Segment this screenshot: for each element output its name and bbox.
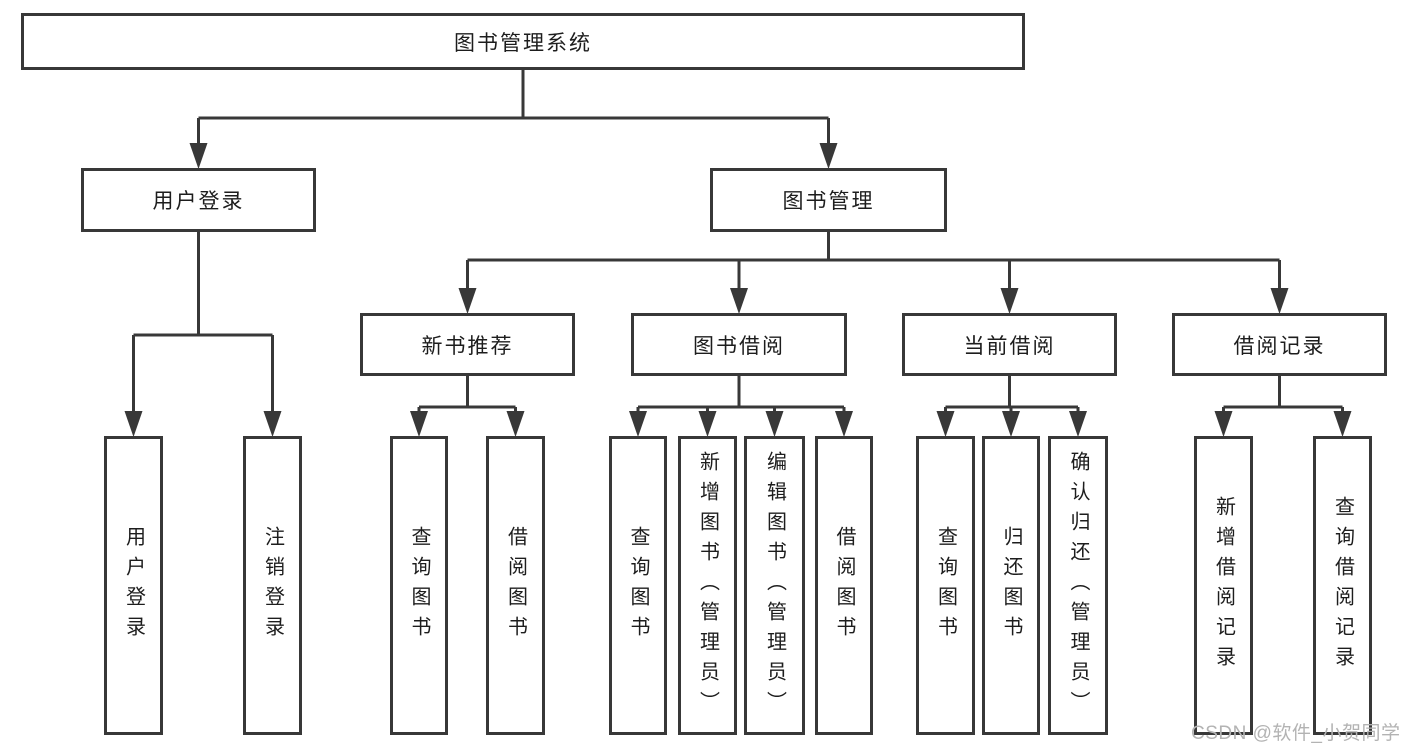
arrowhead xyxy=(1270,288,1289,314)
arrowhead xyxy=(819,143,838,169)
connector-root-to-level2 xyxy=(197,70,830,148)
leaf-user-login-label: 用户登录 xyxy=(122,525,145,646)
arrowhead xyxy=(1214,411,1233,437)
arrowhead xyxy=(629,411,647,437)
node-book-borrowing-label: 图书借阅 xyxy=(693,334,785,358)
leaf-edit-book-admin-label: 编辑图书（管理员） xyxy=(763,450,786,721)
leaf-edit-book-admin: 编辑图书（管理员） xyxy=(744,436,805,735)
node-book-management-label: 图书管理 xyxy=(782,190,875,213)
node-borrowing-records-label: 借阅记录 xyxy=(1233,334,1326,358)
connector-book-management-to-children xyxy=(466,232,1281,293)
node-borrowing-records: 借阅记录 xyxy=(1172,313,1387,376)
arrowhead xyxy=(124,411,143,437)
leaf-logout-label: 注销登录 xyxy=(261,525,284,646)
leaf-add-borrow-record: 新增借阅记录 xyxy=(1194,436,1253,735)
leaf-borrow-books-recommend-label: 借阅图书 xyxy=(504,525,527,646)
arrowhead xyxy=(263,411,282,437)
arrowhead xyxy=(1069,411,1087,437)
leaf-query-books-recommend: 查询图书 xyxy=(390,436,448,735)
arrowhead xyxy=(936,411,955,437)
leaf-query-books-recommend-label: 查询图书 xyxy=(408,525,430,646)
leaf-logout: 注销登录 xyxy=(243,436,302,735)
leaf-borrow-books-recommend: 借阅图书 xyxy=(486,436,545,735)
connector-current-borrowing-to-children xyxy=(944,376,1080,416)
leaf-add-book-admin: 新增图书（管理员） xyxy=(678,436,737,735)
arrowhead xyxy=(410,411,428,437)
arrowhead xyxy=(835,411,853,437)
arrowhead xyxy=(458,288,477,314)
arrowhead xyxy=(765,411,784,437)
node-new-book-recommend-label: 新书推荐 xyxy=(421,334,514,358)
leaf-query-books-current: 查询图书 xyxy=(916,436,975,735)
arrowhead xyxy=(1333,411,1352,437)
node-user-login-label: 用户登录 xyxy=(152,190,245,213)
leaf-return-books-label: 归还图书 xyxy=(1000,525,1022,646)
leaf-query-borrow-record-label: 查询借阅记录 xyxy=(1331,495,1354,676)
arrowhead xyxy=(698,411,717,437)
watermark: CSDN @软件_小贺同学 xyxy=(1191,723,1401,744)
leaf-return-books: 归还图书 xyxy=(982,436,1040,735)
arrowhead xyxy=(506,411,525,437)
arrowhead xyxy=(730,288,748,314)
leaf-borrow-books-borrowing-label: 借阅图书 xyxy=(833,525,855,646)
leaf-confirm-return-admin-label: 确认归还（管理员） xyxy=(1067,450,1089,721)
connector-borrowing-records-to-children xyxy=(1222,376,1344,416)
leaf-query-borrow-record: 查询借阅记录 xyxy=(1313,436,1372,735)
leaf-borrow-books-borrowing: 借阅图书 xyxy=(815,436,873,735)
leaf-confirm-return-admin: 确认归还（管理员） xyxy=(1048,436,1108,735)
node-root: 图书管理系统 xyxy=(21,13,1025,70)
leaf-add-book-admin-label: 新增图书（管理员） xyxy=(696,450,719,721)
node-new-book-recommend: 新书推荐 xyxy=(360,313,575,376)
node-root-label: 图书管理系统 xyxy=(454,31,592,55)
node-user-login: 用户登录 xyxy=(81,168,316,232)
leaf-query-books-current-label: 查询图书 xyxy=(934,525,957,646)
arrowhead xyxy=(189,143,208,169)
arrowhead xyxy=(1002,411,1020,437)
leaf-query-books-borrowing: 查询图书 xyxy=(609,436,667,735)
leaf-add-borrow-record-label: 新增借阅记录 xyxy=(1212,495,1235,676)
node-current-borrowing: 当前借阅 xyxy=(902,313,1117,376)
node-book-borrowing: 图书借阅 xyxy=(631,313,847,376)
arrowhead xyxy=(1000,288,1019,314)
leaf-user-login: 用户登录 xyxy=(104,436,163,735)
leaf-query-books-borrowing-label: 查询图书 xyxy=(627,525,649,646)
node-book-management: 图书管理 xyxy=(710,168,947,232)
connector-new-book-recommend-to-children xyxy=(417,376,517,416)
connector-user-login-to-children xyxy=(132,232,274,416)
connector-book-borrowing-to-children xyxy=(636,376,846,416)
node-current-borrowing-label: 当前借阅 xyxy=(963,334,1056,358)
